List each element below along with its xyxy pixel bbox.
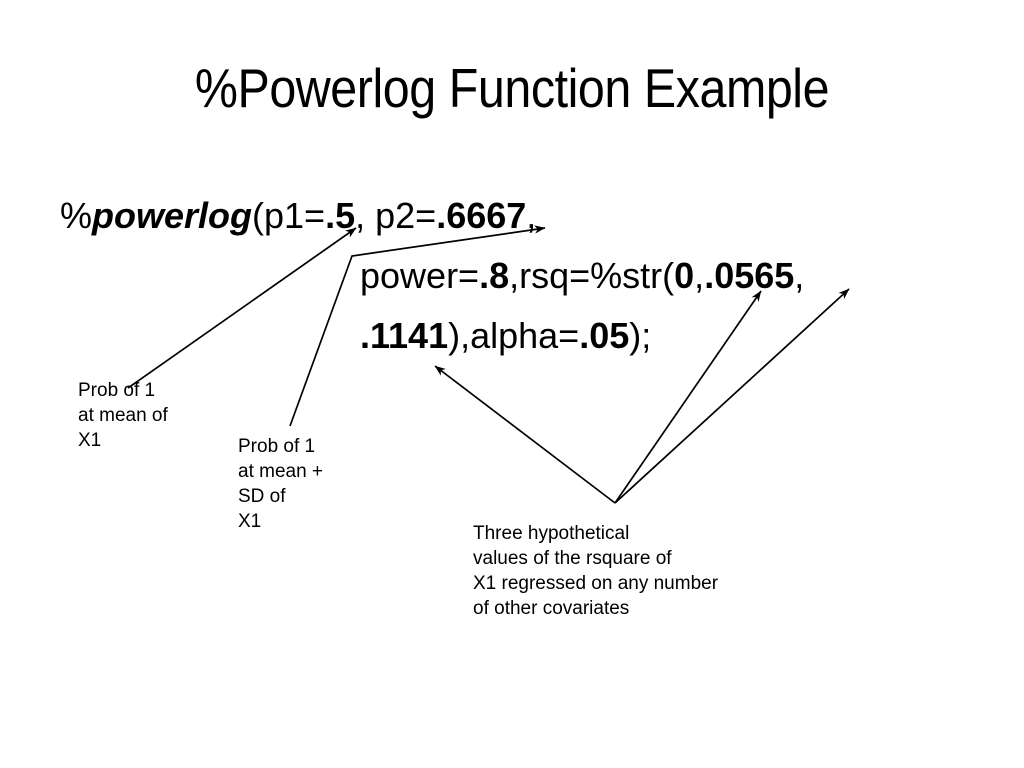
code-token-2-2: .8 xyxy=(479,255,510,296)
code-block: %powerlog(p1=.5, p2=.6667, power=.8,rsq=… xyxy=(60,186,960,366)
code-token-1-5: , p2= xyxy=(355,195,437,236)
arrow-to-1141 xyxy=(434,365,616,504)
code-line-2: power=.8,rsq=%str(0,.0565, xyxy=(60,246,960,306)
callout-prob-at-mean-plus-sd: Prob of 1 at mean + SD of X1 xyxy=(238,436,324,532)
code-token-3-2: ),alpha= xyxy=(448,315,580,356)
code-line-1: %powerlog(p1=.5, p2=.6667, xyxy=(60,186,960,246)
code-token-2-1: power= xyxy=(360,255,480,296)
code-token-1-4: .5 xyxy=(325,195,356,236)
code-token-2-6: .0565 xyxy=(704,255,795,296)
code-token-3-1: .1141 xyxy=(360,315,449,356)
code-line-3: .1141),alpha=.05); xyxy=(60,306,960,366)
code-token-1-7: , xyxy=(526,195,537,236)
code-token-1-6: .6667 xyxy=(436,195,527,236)
callout-prob-at-mean: Prob of 1 at mean of X1 xyxy=(78,380,168,451)
code-token-2-7: , xyxy=(794,255,805,296)
code-token-2-3: ,rsq=%str( xyxy=(509,255,675,296)
callout-rsquare-values: Three hypothetical values of the rsquare… xyxy=(473,523,719,619)
code-token-3-4: ); xyxy=(629,315,652,356)
code-token-1-3: (p1= xyxy=(252,195,326,236)
code-token-2-4: 0 xyxy=(674,255,695,296)
code-token-1-1: % xyxy=(60,195,93,236)
code-token-1-2: powerlog xyxy=(92,195,253,236)
code-token-2-5: , xyxy=(694,255,705,296)
page-title: %Powerlog Function Example xyxy=(194,57,830,119)
code-token-3-3: .05 xyxy=(579,315,630,356)
